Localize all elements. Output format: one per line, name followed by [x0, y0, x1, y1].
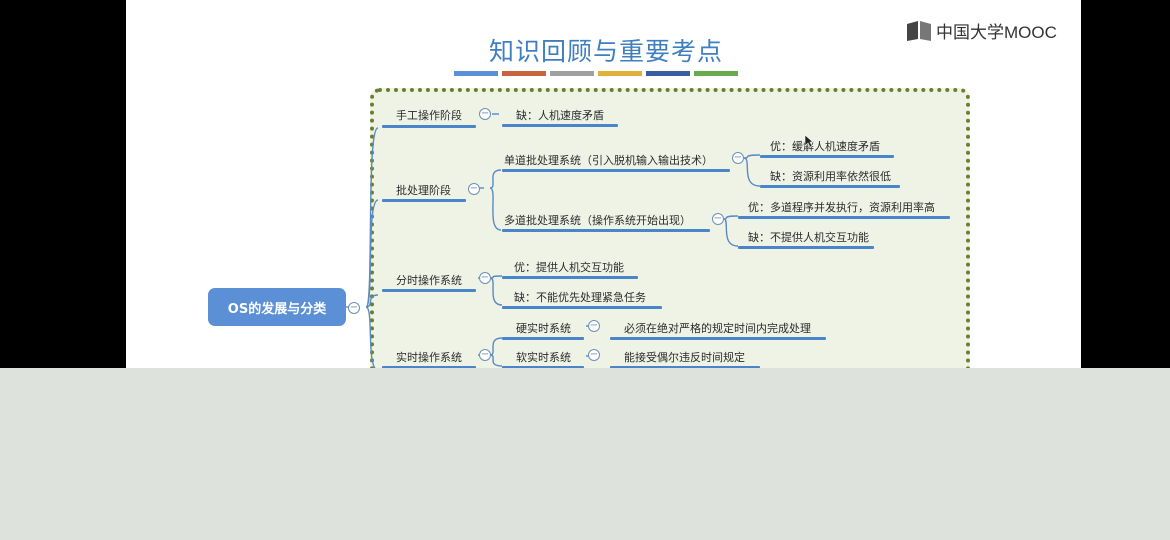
node-underline [610, 366, 760, 369]
node-single-batch[interactable]: 单道批处理系统（引入脱机输入输出技术） [504, 154, 713, 167]
node-underline [738, 216, 950, 219]
collapse-icon[interactable]: − [348, 302, 360, 314]
root-node[interactable]: OS的发展与分类 [208, 288, 346, 326]
node-underline [502, 337, 584, 340]
collapse-icon[interactable]: − [588, 320, 600, 332]
mouse-cursor-icon [804, 134, 814, 148]
color-bar-seg [694, 71, 738, 76]
node-timesharing-con[interactable]: 缺：不能优先处理紧急任务 [514, 291, 646, 304]
color-bar-seg [454, 71, 498, 76]
node-underline [502, 276, 638, 279]
slide-canvas: 知识回顾与重要考点 中国大学MOOC [126, 0, 1081, 378]
title-color-bar [454, 71, 742, 77]
node-underline [502, 366, 584, 369]
node-underline [382, 125, 476, 128]
color-bar-seg [646, 71, 690, 76]
node-manual-stage[interactable]: 手工操作阶段 [396, 109, 462, 122]
node-hard-realtime-desc[interactable]: 必须在绝对严格的规定时间内完成处理 [624, 322, 811, 335]
color-bar-seg [598, 71, 642, 76]
collapse-icon[interactable]: − [732, 152, 744, 164]
book-logo-icon [907, 20, 931, 41]
node-underline [502, 229, 710, 232]
collapse-icon[interactable]: − [479, 349, 491, 361]
node-underline [502, 169, 730, 172]
collapse-icon[interactable]: − [479, 272, 491, 284]
node-manual-con[interactable]: 缺：人机速度矛盾 [516, 109, 604, 122]
node-underline [502, 306, 662, 309]
node-underline [760, 185, 900, 188]
collapse-icon[interactable]: − [588, 349, 600, 361]
node-underline [760, 155, 894, 158]
right-black-margin [1081, 0, 1170, 368]
brand-text: 中国大学MOOC [936, 23, 1057, 42]
node-underline [502, 124, 618, 127]
node-soft-realtime-desc[interactable]: 能接受偶尔违反时间规定 [624, 351, 745, 364]
node-hard-realtime[interactable]: 硬实时系统 [516, 322, 571, 335]
node-multi-con[interactable]: 缺：不提供人机交互功能 [748, 231, 869, 244]
mindmap-connectors [346, 113, 761, 371]
node-soft-realtime[interactable]: 软实时系统 [516, 351, 571, 364]
color-bar-seg [502, 71, 546, 76]
mindmap-frame [370, 88, 970, 378]
node-underline [738, 246, 874, 249]
bottom-gray-panel [0, 368, 1170, 540]
node-underline [610, 337, 826, 340]
node-single-con[interactable]: 缺：资源利用率依然很低 [770, 170, 891, 183]
collapse-icon[interactable]: − [468, 183, 480, 195]
node-timesharing-pro[interactable]: 优：提供人机交互功能 [514, 261, 624, 274]
node-underline [382, 199, 466, 202]
node-timesharing[interactable]: 分时操作系统 [396, 274, 462, 287]
node-multi-batch[interactable]: 多道批处理系统（操作系统开始出现） [504, 214, 691, 227]
node-realtime[interactable]: 实时操作系统 [396, 351, 462, 364]
slide-title: 知识回顾与重要考点 [488, 37, 723, 66]
collapse-icon[interactable]: − [712, 213, 724, 225]
mooc-brand: 中国大学MOOC [906, 18, 1057, 43]
node-multi-pro[interactable]: 优：多道程序并发执行，资源利用率高 [748, 201, 935, 214]
node-batch-stage[interactable]: 批处理阶段 [396, 184, 451, 197]
node-single-pro[interactable]: 优：缓解人机速度矛盾 [770, 140, 880, 153]
node-underline [382, 366, 476, 369]
node-underline [382, 289, 476, 292]
collapse-icon[interactable]: − [479, 108, 491, 120]
color-bar-seg [550, 71, 594, 76]
